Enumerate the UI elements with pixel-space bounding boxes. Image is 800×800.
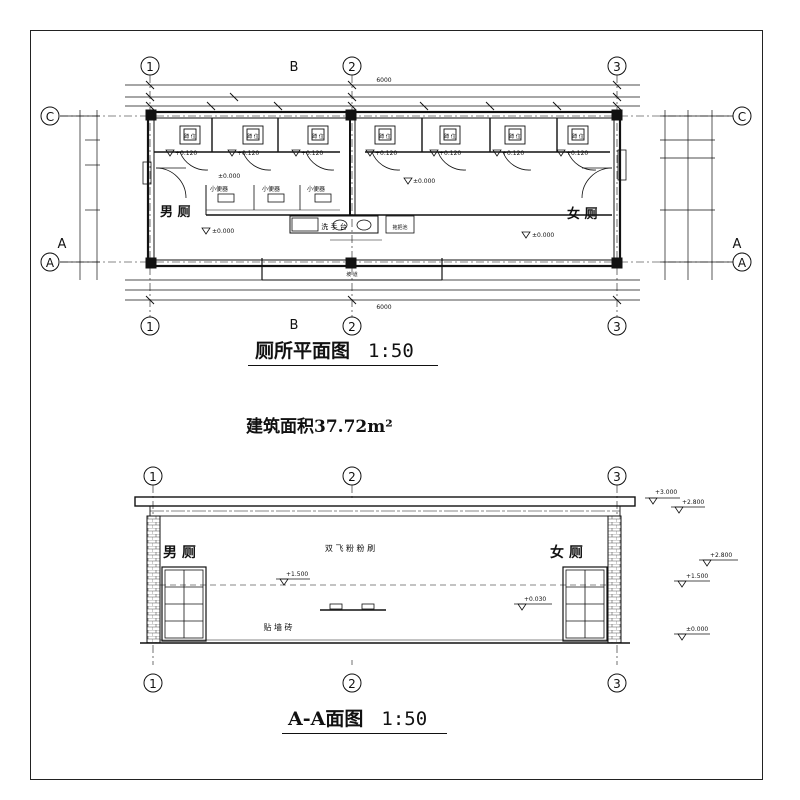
axis-bubble [607,673,627,693]
stall-label: 蹲 位 [509,133,521,140]
section-title-underline [282,733,447,734]
axis-label-2-top: 2 [348,60,356,74]
elevation-stall: +0.120 [237,150,259,157]
stall-label: 蹲 位 [312,133,324,140]
section-room-women: 女 厕 [550,544,583,561]
axis-bubble [140,56,160,76]
axis-bubble [342,316,362,336]
axis-label-1-top: 1 [146,60,154,74]
plan-title-underline [248,365,438,366]
section-labels: 1 2 3 1 2 3 男 厕 女 厕 双 飞 粉 粉 刷 贴 墙 砖 +3.0… [143,466,732,693]
ramp-label: 坡 道 [346,271,358,278]
section-title-text: A-A面图 [288,708,364,730]
floor-plan [60,75,740,320]
stall-label: 蹲 位 [444,133,456,140]
room-label-men: 男 厕 [160,205,191,220]
axis-bubble [40,106,60,126]
elevation-door-head: +1.500 [686,573,708,580]
stall-label: 蹲 位 [379,133,391,140]
axis-label-3-top: 3 [613,60,621,74]
section-scale: 1:50 [381,708,428,730]
elevation-stall: +0.120 [502,150,524,157]
plan-scale: 1:50 [368,340,414,362]
axis-bubble [342,673,362,693]
elevation-stall: +0.120 [439,150,461,157]
section-axis-3-top: 3 [613,470,621,484]
axis-label-a-right: A [738,256,747,270]
elevation-stall: +0.120 [566,150,588,157]
elevation-stall: +0.120 [375,150,397,157]
axis-label-a-left: A [46,256,55,270]
axis-label-1-bottom: 1 [146,320,154,334]
axis-label-c-left: C [46,110,54,124]
sink-label: 拖把池 [392,224,407,231]
elevation-stall: +0.120 [175,150,197,157]
section-mark-b-top: B [290,60,299,75]
urinal-label: 小便器 [210,185,228,193]
section-axis-2-top: 2 [348,470,356,484]
elevation-sill: +0.030 [524,596,546,603]
elevation-roof: +2.800 [682,499,704,506]
urinal-label: 小便器 [307,185,325,193]
axis-bubble [40,252,60,272]
overall-dimension-bottom: 6000 [376,304,391,311]
section-axis-1-top: 1 [149,470,157,484]
section-axis-2-bottom: 2 [348,677,356,691]
section-mark-a-right: A [733,237,742,252]
elevation-floor-men: ±0.000 [218,173,240,180]
plan-title-text: 厕所平面图 [255,340,351,362]
section-axis-3-bottom: 3 [613,677,621,691]
overall-dimension-top: 6000 [376,77,391,84]
section-mark-b-bottom: B [290,318,299,333]
axis-bubble [732,252,752,272]
wall-tile-note: 贴 墙 砖 [263,622,292,632]
axis-bubble [732,106,752,126]
axis-bubble [143,673,163,693]
plan-labels: 1 2 3 1 2 3 C A C A B B A A 6000 6000 [40,56,752,336]
axis-bubble [607,56,627,76]
elevation-inner-tile: +1.500 [286,571,308,578]
building-area: 建筑面积37.72m² [246,417,393,437]
plan-title: 厕所平面图 1:50 [255,336,414,363]
elevation-stall: +0.120 [301,150,323,157]
axis-bubble [607,316,627,336]
stall-label: 蹲 位 [247,133,259,140]
axis-label-3-bottom: 3 [613,320,621,334]
axis-bubble [607,466,627,486]
axis-label-c-right: C [738,110,746,124]
axis-bubble [143,466,163,486]
elevation-floor-men-lower: ±0.000 [212,228,234,235]
stall-label: 蹲 位 [572,133,584,140]
section-title: A-A面图 1:50 [288,704,427,731]
section-mark-a-left: A [58,237,67,252]
room-label-women: 女 厕 [567,206,598,222]
axis-bubble [140,316,160,336]
section-axis-1-bottom: 1 [149,677,157,691]
section-drawing [134,485,738,665]
section-room-men: 男 厕 [163,545,196,561]
elevation-roof-top: +3.000 [655,489,677,496]
axis-bubble [342,466,362,486]
elevation-floor-women-lower: ±0.000 [532,232,554,239]
urinal-label: 小便器 [262,185,280,193]
elevation-ground: ±0.000 [686,626,708,633]
stall-label: 蹲 位 [184,133,196,140]
ceiling-finish-note: 双 飞 粉 粉 刷 [325,543,375,553]
elevation-floor-women: ±0.000 [413,178,435,185]
axis-label-2-bottom: 2 [348,320,356,334]
drawing-frame [30,30,763,780]
counter-label: 洗 手 台 [321,222,346,231]
axis-bubble [342,56,362,76]
elevation-ceiling-right: +2.800 [710,552,732,559]
